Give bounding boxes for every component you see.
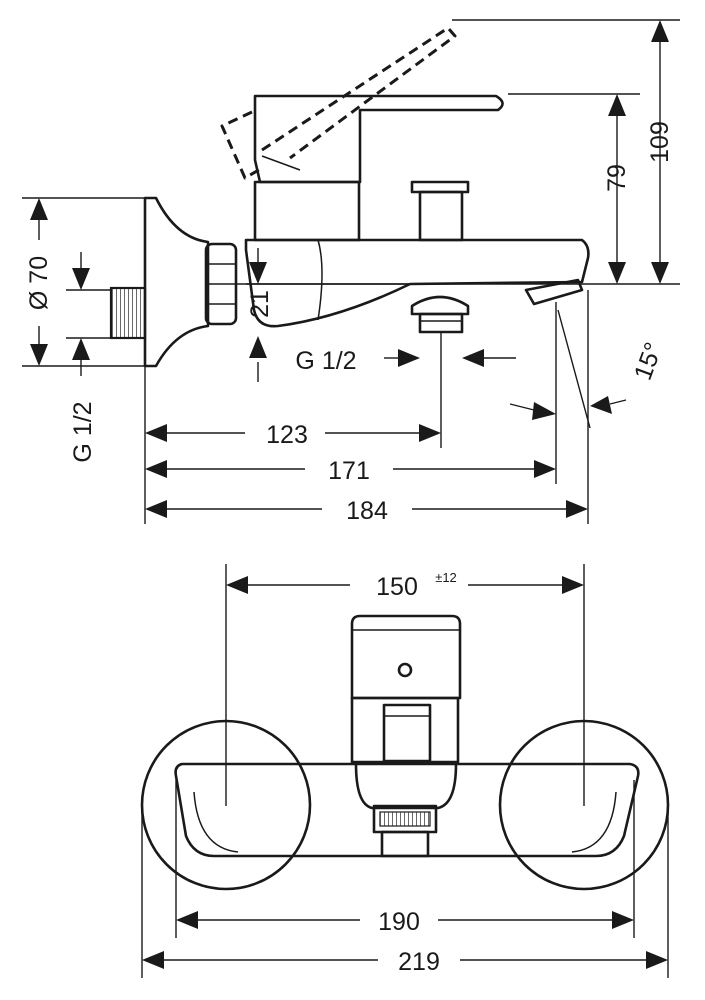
side-view: 109 79 Ø 70 G 1/2 21 G 1/2 15° (22, 19, 680, 525)
dim-21-label: 21 (246, 290, 274, 318)
dim-171-label: 171 (328, 457, 370, 485)
dim-flange-diameter-label: Ø 70 (25, 256, 53, 310)
inlet-thread (109, 286, 147, 340)
mixer-body-front (174, 762, 640, 858)
dim-150-label: 150 (376, 573, 418, 601)
front-view: 150 ±12 190 219 (140, 564, 670, 978)
dim-109-label: 109 (646, 121, 674, 163)
dim-79-label: 79 (603, 164, 631, 192)
dim-123-label: 123 (266, 421, 308, 449)
dim-219-label: 219 (398, 948, 440, 976)
mixer-body (253, 180, 361, 242)
dim-150-tolerance-label: ±12 (435, 570, 457, 585)
lever-open-position-dashed (220, 26, 457, 180)
hand-shower-outlet (410, 295, 470, 316)
body-stem (350, 696, 460, 764)
dim-outlet-thread-label: G 1/2 (295, 347, 356, 375)
indicator-dot (397, 662, 413, 678)
diverter-knob (410, 180, 470, 194)
spout (244, 238, 590, 328)
dim-angle-label: 15° (629, 339, 668, 384)
wall-flange (143, 196, 210, 368)
outlet-front (380, 830, 430, 858)
lever-handle (253, 94, 504, 184)
dim-inlet-thread-label: G 1/2 (69, 401, 97, 462)
dim-184-label: 184 (346, 497, 388, 525)
diverter-stem (418, 190, 464, 242)
lever-front (350, 614, 462, 700)
dim-190-label: 190 (378, 908, 420, 936)
